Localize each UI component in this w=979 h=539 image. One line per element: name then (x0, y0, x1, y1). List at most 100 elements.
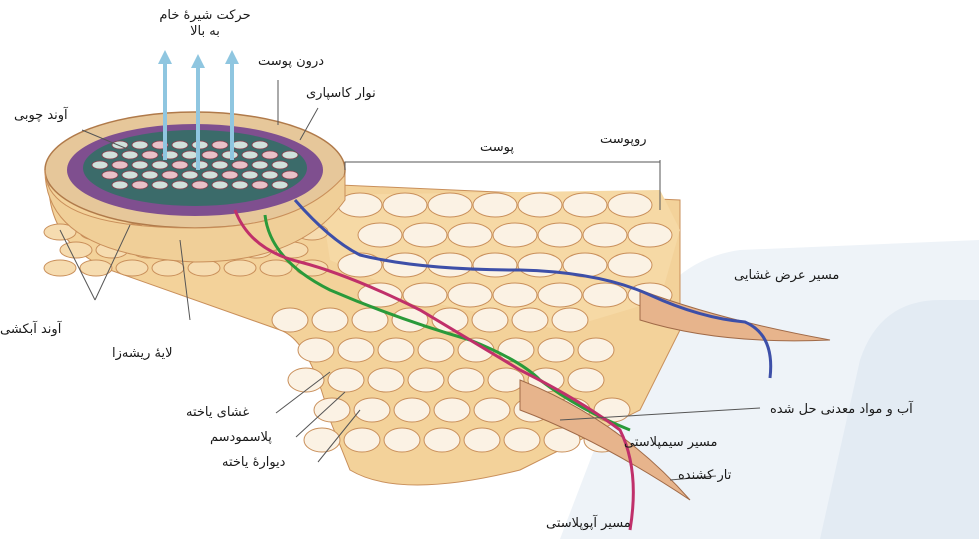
stele-cell-31 (162, 171, 178, 179)
cortex-cell-25 (538, 283, 582, 307)
stele-cell-40 (152, 181, 168, 189)
cortex-cell-48 (448, 368, 484, 392)
stele-cell-38 (112, 181, 128, 189)
cortex-cell-4 (518, 193, 562, 217)
cortex-cell-37 (338, 338, 374, 362)
stele-cell-17 (282, 151, 298, 159)
cortex-cell-5 (563, 193, 607, 217)
stele-cell-19 (112, 161, 128, 169)
cortex-cell-17 (473, 253, 517, 277)
cortex-cell-62 (384, 428, 420, 452)
stele-cell-36 (262, 171, 278, 179)
label-apoplast: مسیر آپوپلاستی (546, 516, 631, 532)
cortex-cell-46 (368, 368, 404, 392)
cortex-cell-34 (512, 308, 548, 332)
cortex-cell-29 (312, 308, 348, 332)
cortex-cell-38 (378, 338, 414, 362)
cortex-cell-60 (304, 428, 340, 452)
stele-cell-25 (232, 161, 248, 169)
cortex-cell-20 (608, 253, 652, 277)
stele-cell-42 (192, 181, 208, 189)
stele-cell-8 (102, 151, 118, 159)
cortex-cell-24 (493, 283, 537, 307)
label-endodermis: درون پوست (258, 54, 324, 70)
label-cortex: پوست (480, 140, 514, 156)
cortex-cell-6 (608, 193, 652, 217)
cortex-cell-54 (394, 398, 430, 422)
stele-cell-29 (122, 171, 138, 179)
cortex-cell-28 (272, 308, 308, 332)
cortex-cell-36 (298, 338, 334, 362)
cortex-cell-11 (538, 223, 582, 247)
cortex-cell-47 (408, 368, 444, 392)
stele-cell-45 (252, 181, 268, 189)
cortex-cell-26 (583, 283, 627, 307)
stele-cell-39 (132, 181, 148, 189)
label-sap-up-line1: حرکت شیرهٔ خام (140, 8, 270, 24)
cortex-cell-9 (448, 223, 492, 247)
stele-cell-43 (212, 181, 228, 189)
label-transmembrane: مسیر عرض غشایی (734, 268, 839, 284)
stele-cell-5 (212, 141, 228, 149)
label-water-minerals: آب و مواد معدنی حل شده (770, 402, 913, 418)
cortex-cell-23 (448, 283, 492, 307)
label-xylem: آوند چوبی (14, 108, 68, 124)
cortex-cell-85 (116, 260, 148, 276)
cortex-cell-1 (383, 193, 427, 217)
cortex-cell-61 (344, 428, 380, 452)
cortex-cell-55 (434, 398, 470, 422)
cortex-cell-8 (403, 223, 447, 247)
stele-cell-21 (152, 161, 168, 169)
stele-cell-32 (182, 171, 198, 179)
stele-cell-6 (232, 141, 248, 149)
stele-cell-27 (272, 161, 288, 169)
cortex-cell-14 (338, 253, 382, 277)
stele-cell-24 (212, 161, 228, 169)
cortex-cell-51 (568, 368, 604, 392)
stele-cell-13 (202, 151, 218, 159)
stele-cell-26 (252, 161, 268, 169)
label-casparian: نوار کاسپاری (306, 86, 376, 102)
cortex-cell-64 (464, 428, 500, 452)
cortex-cell-56 (474, 398, 510, 422)
stele-cell-1 (132, 141, 148, 149)
stele-cell-22 (172, 161, 188, 169)
cortex-cell-43 (578, 338, 614, 362)
stele-cell-34 (222, 171, 238, 179)
leader-cortex (345, 162, 660, 170)
label-sap-up: حرکت شیرهٔ خام به بالا (140, 8, 270, 40)
stele-cell-30 (142, 171, 158, 179)
cortex-cell-42 (538, 338, 574, 362)
cortex-cell-87 (188, 260, 220, 276)
stele-cell-9 (122, 151, 138, 159)
cortex-cell-63 (424, 428, 460, 452)
cortex-cell-65 (504, 428, 540, 452)
label-sap-up-line2: به بالا (140, 24, 270, 40)
up-arrow-head-3 (225, 50, 239, 64)
stele-cell-7 (252, 141, 268, 149)
label-pericycle: لایهٔ ریشه‌زا (112, 346, 173, 362)
cortex-cell-2 (428, 193, 472, 217)
stele-cell-16 (262, 151, 278, 159)
label-phloem: آوند آبکشی (0, 322, 61, 338)
cortex-cell-86 (152, 260, 184, 276)
cortex-cell-76 (60, 242, 92, 258)
label-cell-wall: دیوارهٔ یاخته (222, 455, 285, 471)
label-plasmodesma: پلاسمودسم (210, 430, 272, 446)
cortex-cell-7 (358, 223, 402, 247)
stele-cell-10 (142, 151, 158, 159)
stele-cell-46 (272, 181, 288, 189)
cortex-cell-59 (594, 398, 630, 422)
stele-cell-3 (172, 141, 188, 149)
cortex-cell-39 (418, 338, 454, 362)
stele-cell-15 (242, 151, 258, 159)
stele-cell-37 (282, 171, 298, 179)
stele-cell-20 (132, 161, 148, 169)
stele-cell-41 (172, 181, 188, 189)
cortex-cell-16 (428, 253, 472, 277)
label-symplast: مسیر سیمپلاستی (624, 435, 717, 451)
stele-cell-44 (232, 181, 248, 189)
label-root-hair: تار کشنده (678, 468, 731, 484)
cortex-cell-35 (552, 308, 588, 332)
